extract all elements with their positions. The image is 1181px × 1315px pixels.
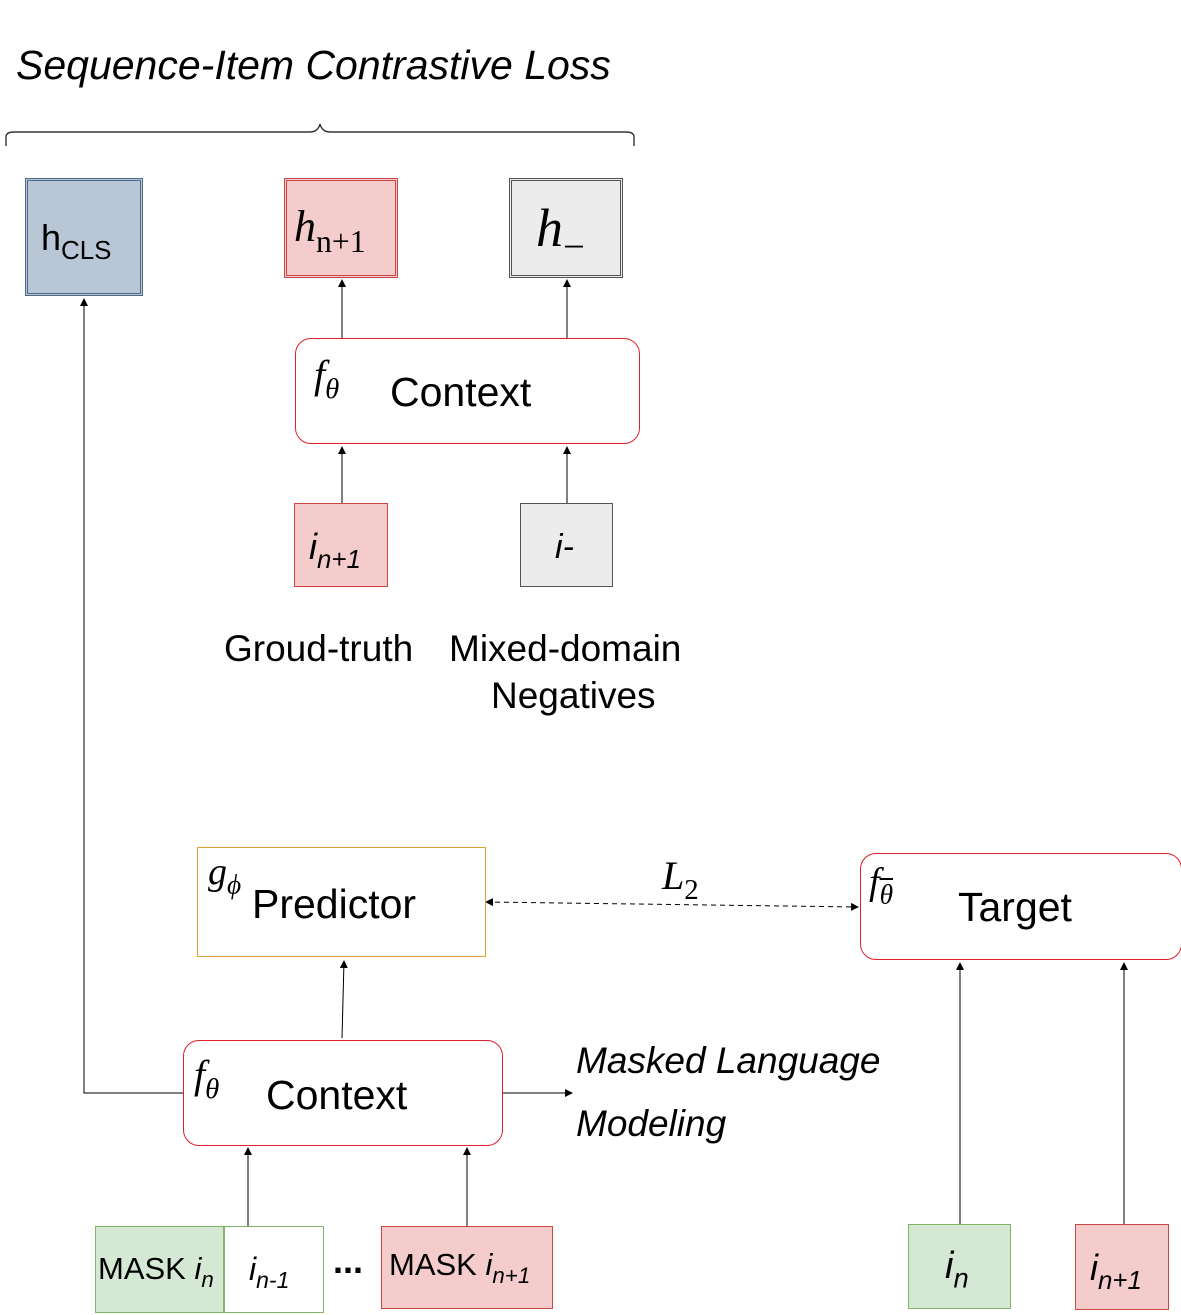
diagram-title: Sequence-Item Contrastive Loss bbox=[16, 42, 611, 88]
predictor-block: gϕ Predictor bbox=[197, 847, 486, 957]
arrow-context-to-hcls bbox=[80, 298, 183, 1094]
ellipsis: ... bbox=[333, 1240, 364, 1281]
bottom-context-label: Context bbox=[266, 1072, 408, 1118]
negative-item: i- bbox=[520, 503, 613, 587]
mlm-label-line2: Modeling bbox=[576, 1103, 727, 1144]
h-positive-label: hn+1 bbox=[294, 202, 366, 260]
h-cls-node: hCLS bbox=[25, 178, 143, 296]
target-encoder: fθ Target bbox=[860, 853, 1181, 960]
h-negative-node: h− bbox=[509, 178, 623, 278]
target-item-n1: in+1 bbox=[1075, 1224, 1169, 1310]
mask-item-n1-label: MASK in+1 bbox=[389, 1247, 531, 1288]
h-cls-label: hCLS bbox=[41, 217, 112, 266]
mask-item-n: MASK in bbox=[95, 1226, 224, 1313]
predictor-label: Predictor bbox=[252, 881, 417, 927]
ground-truth-item-label: in+1 bbox=[309, 526, 361, 575]
ground-truth-item: in+1 bbox=[294, 503, 388, 587]
negatives-caption-line1: Mixed-domain bbox=[449, 628, 682, 669]
top-context-label: Context bbox=[390, 369, 532, 415]
f-theta-symbol-bottom: fθ bbox=[194, 1052, 220, 1106]
top-context-encoder: fθ Context bbox=[295, 338, 640, 444]
l2-connector bbox=[485, 898, 859, 911]
mlm-label-line1: Masked Language bbox=[576, 1040, 881, 1081]
target-item-n-label: in bbox=[945, 1245, 969, 1294]
arrow-context-to-predictor bbox=[339, 960, 348, 1039]
mask-item-n-label: MASK in bbox=[98, 1251, 214, 1292]
negative-item-label: i- bbox=[555, 528, 574, 566]
title-brace bbox=[5, 123, 635, 146]
target-item-n1-label: in+1 bbox=[1090, 1247, 1142, 1296]
l2-loss-label: L2 bbox=[662, 853, 699, 907]
mask-item-n1: MASK in+1 bbox=[381, 1226, 553, 1309]
target-label: Target bbox=[958, 884, 1072, 930]
ground-truth-caption: Groud-truth bbox=[224, 628, 414, 669]
h-positive-node: hn+1 bbox=[284, 178, 398, 278]
item-n-minus-1-label: in-1 bbox=[249, 1251, 290, 1294]
item-n-minus-1: in-1 bbox=[224, 1226, 324, 1313]
bottom-context-encoder: fθ Context bbox=[183, 1040, 503, 1146]
h-negative-label: h− bbox=[536, 198, 585, 269]
g-phi-symbol: gϕ bbox=[208, 851, 242, 900]
target-item-n: in bbox=[908, 1224, 1011, 1309]
negatives-caption-line2: Negatives bbox=[491, 675, 656, 716]
f-theta-bar-symbol: fθ bbox=[869, 861, 894, 910]
f-theta-symbol: fθ bbox=[314, 352, 340, 406]
